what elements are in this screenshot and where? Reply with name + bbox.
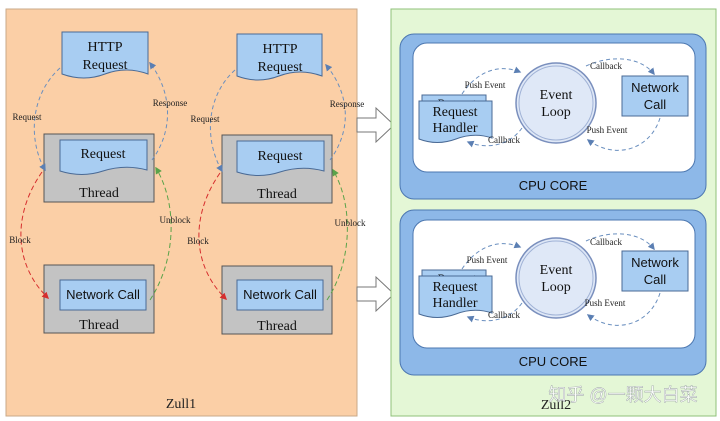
event-loop-line-1: Event (540, 88, 573, 103)
push-event-top-label: Push Event (467, 255, 508, 265)
edge-unblock-label: Unblock (160, 215, 191, 225)
event-loop-ring (518, 240, 594, 316)
edge-unblock (149, 166, 172, 301)
edge-block (198, 172, 228, 300)
thread-label-bottom: Thread (79, 318, 119, 333)
edge-push-event-bottom (586, 117, 661, 151)
push-event-top-label: Push Event (465, 80, 506, 90)
transition-arrow-top (356, 106, 395, 144)
edge-response-label: Response (330, 99, 365, 109)
network-call-line-2: Call (644, 97, 667, 112)
event-loop-circle (515, 237, 597, 319)
request-handler-document (418, 100, 493, 143)
network-call-line-1: Network (631, 80, 679, 95)
edge-callback-top (585, 58, 655, 76)
zull1-label: Zull1 (166, 397, 196, 412)
request-document (59, 139, 148, 175)
watermark-text: 知乎 @一颗大白菜 (548, 385, 697, 405)
callback-top-label: Callback (590, 237, 622, 247)
request-handler-line-2: Handler (432, 121, 477, 136)
push-event-bottom-label: Push Event (585, 298, 626, 308)
callback-top-label: Callback (590, 61, 622, 71)
http-request-line-1: HTTP (263, 42, 298, 57)
request-handler-line-1: Request (432, 280, 477, 295)
event-loop-line-2: Loop (541, 105, 571, 120)
edge-push-event-top (461, 66, 522, 95)
thread-label-top: Thread (79, 186, 119, 201)
request-handler-document (418, 275, 493, 318)
zull2-label: Zull2 (541, 398, 571, 413)
edge-callback-bottom (466, 127, 523, 148)
push-event-bottom-label: Push Event (587, 125, 628, 135)
edge-request-label: Request (13, 112, 42, 122)
callback-bottom-label: Callback (488, 310, 520, 320)
network-call-box (236, 279, 324, 311)
request-label: Request (257, 149, 302, 164)
thread-label-top: Thread (257, 187, 297, 202)
request-document (236, 140, 325, 176)
edge-response (149, 61, 168, 161)
callback-bottom-label: Callback (488, 135, 520, 145)
network-call-label: Network Call (243, 287, 317, 302)
network-call-line-2: Call (644, 272, 667, 287)
edge-block (20, 171, 50, 299)
cpu-core-label: CPU CORE (519, 178, 588, 193)
thread-label-bottom: Thread (257, 319, 297, 334)
http-request-line-1: HTTP (88, 40, 123, 55)
edge-push-event-bottom (586, 292, 661, 326)
http-request-line-2: Request (82, 58, 127, 73)
request-label: Request (80, 147, 125, 162)
edge-push-event-top (461, 241, 522, 270)
zull1-column-2: HTTP Request Request Thread Network Call… (187, 33, 366, 335)
event-loop-line-1: Event (540, 263, 573, 278)
zull1-panel (5, 8, 358, 417)
network-call-line-1: Network (631, 255, 679, 270)
edge-callback-bottom (466, 302, 523, 323)
http-request-line-2: Request (257, 60, 302, 75)
event-loop-line-2: Loop (541, 280, 571, 295)
request-handler-line-2: Handler (432, 296, 477, 311)
event-loop-ring (518, 65, 594, 141)
edge-request (210, 69, 236, 173)
edge-unblock-label: Unblock (335, 218, 366, 228)
request-handler-line-1: Request (432, 105, 477, 120)
edge-unblock (326, 168, 348, 301)
zull1-column-1: HTTP Request Request Thread Network Call… (9, 31, 191, 334)
edge-callback-top (585, 233, 655, 251)
network-call-box (621, 250, 689, 292)
edge-response (325, 63, 346, 161)
edge-block-label: Block (9, 235, 31, 245)
cpu-core-1: CPU CORE Event Loop Request Request Hand… (399, 33, 707, 200)
edge-response-label: Response (153, 98, 188, 108)
http-request-document (236, 33, 323, 81)
network-call-box (59, 279, 147, 311)
event-loop-circle (515, 62, 597, 144)
edge-request (33, 67, 61, 172)
edge-block-label: Block (187, 236, 209, 246)
cpu-core-label: CPU CORE (519, 354, 588, 369)
transition-arrow-bottom (356, 275, 395, 313)
edge-request-label: Request (191, 114, 220, 124)
network-call-box (621, 75, 689, 117)
http-request-document (61, 31, 149, 79)
network-call-label: Network Call (66, 287, 140, 302)
cpu-core-2: CPU CORE Event Loop Request Request Hand… (399, 209, 707, 376)
